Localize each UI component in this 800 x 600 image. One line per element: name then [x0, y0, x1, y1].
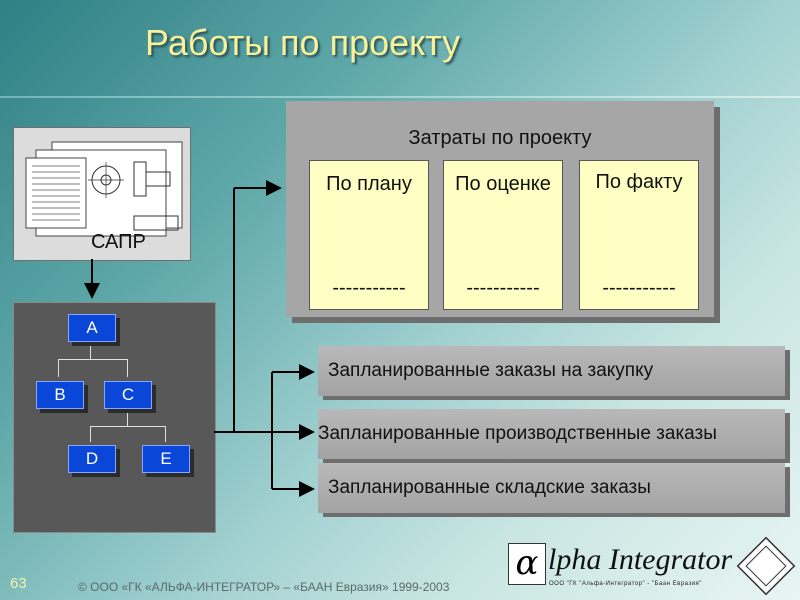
cost-card-value: -----------: [602, 277, 676, 299]
production-orders-label: Запланированные производственные заказы: [318, 423, 717, 444]
logo-text: lpha Integrator: [548, 543, 733, 576]
cad-drawing-icon: [25, 141, 183, 237]
alpha-logo-icon: α: [508, 543, 546, 585]
tree-node-a: A: [68, 314, 116, 342]
copyright-text: © ООО «ГК «АЛЬФА-ИНТЕГРАТОР» – «БААН Евр…: [78, 580, 450, 594]
tree-node-e: E: [142, 445, 190, 473]
tree-connector: [127, 359, 128, 377]
title-divider: [0, 96, 800, 98]
cost-card-estimate: По оценке -----------: [443, 160, 563, 310]
cost-card-value: -----------: [332, 277, 406, 299]
tree-connector: [90, 426, 91, 442]
tree-node-b: B: [36, 381, 84, 409]
tree-connector: [90, 342, 91, 359]
warehouse-orders-label: Запланированные складские заказы: [328, 477, 651, 498]
cost-card-actual: По факту -----------: [579, 160, 699, 310]
tree-connector: [90, 426, 166, 427]
cost-card-plan: По плану -----------: [309, 160, 429, 310]
tree-connector: [58, 359, 59, 377]
page-number: 63: [10, 575, 27, 592]
tree-connector: [165, 426, 166, 442]
warehouse-orders-bar: Запланированные складские заказы: [318, 463, 785, 513]
cost-card-label: По факту: [595, 171, 683, 193]
cost-card-value: -----------: [466, 277, 540, 299]
logo-subtitle: ООО "ГК "Альфа-Интегратор" - "Баан Евраз…: [549, 581, 702, 587]
product-structure-tree: A B C D E: [13, 302, 216, 533]
page-title: Работы по проекту: [145, 22, 461, 63]
purchase-orders-label: Запланированные заказы на закупку: [328, 360, 654, 381]
tree-connector: [58, 359, 128, 360]
production-orders-bar: Запланированные производственные заказы: [318, 409, 785, 459]
cost-card-label: По оценке: [455, 173, 551, 195]
tree-node-c: C: [104, 381, 152, 409]
cost-card-label: По плану: [326, 173, 412, 195]
project-costs-panel: Затраты по проекту По плану ----------- …: [286, 101, 714, 317]
purchase-orders-bar: Запланированные заказы на закупку: [318, 346, 785, 396]
project-costs-title: Затраты по проекту: [408, 127, 592, 149]
tree-node-d: D: [68, 445, 116, 473]
cad-block: САПР: [13, 127, 191, 261]
cad-label: САПР: [91, 231, 146, 253]
tree-connector: [127, 410, 128, 426]
